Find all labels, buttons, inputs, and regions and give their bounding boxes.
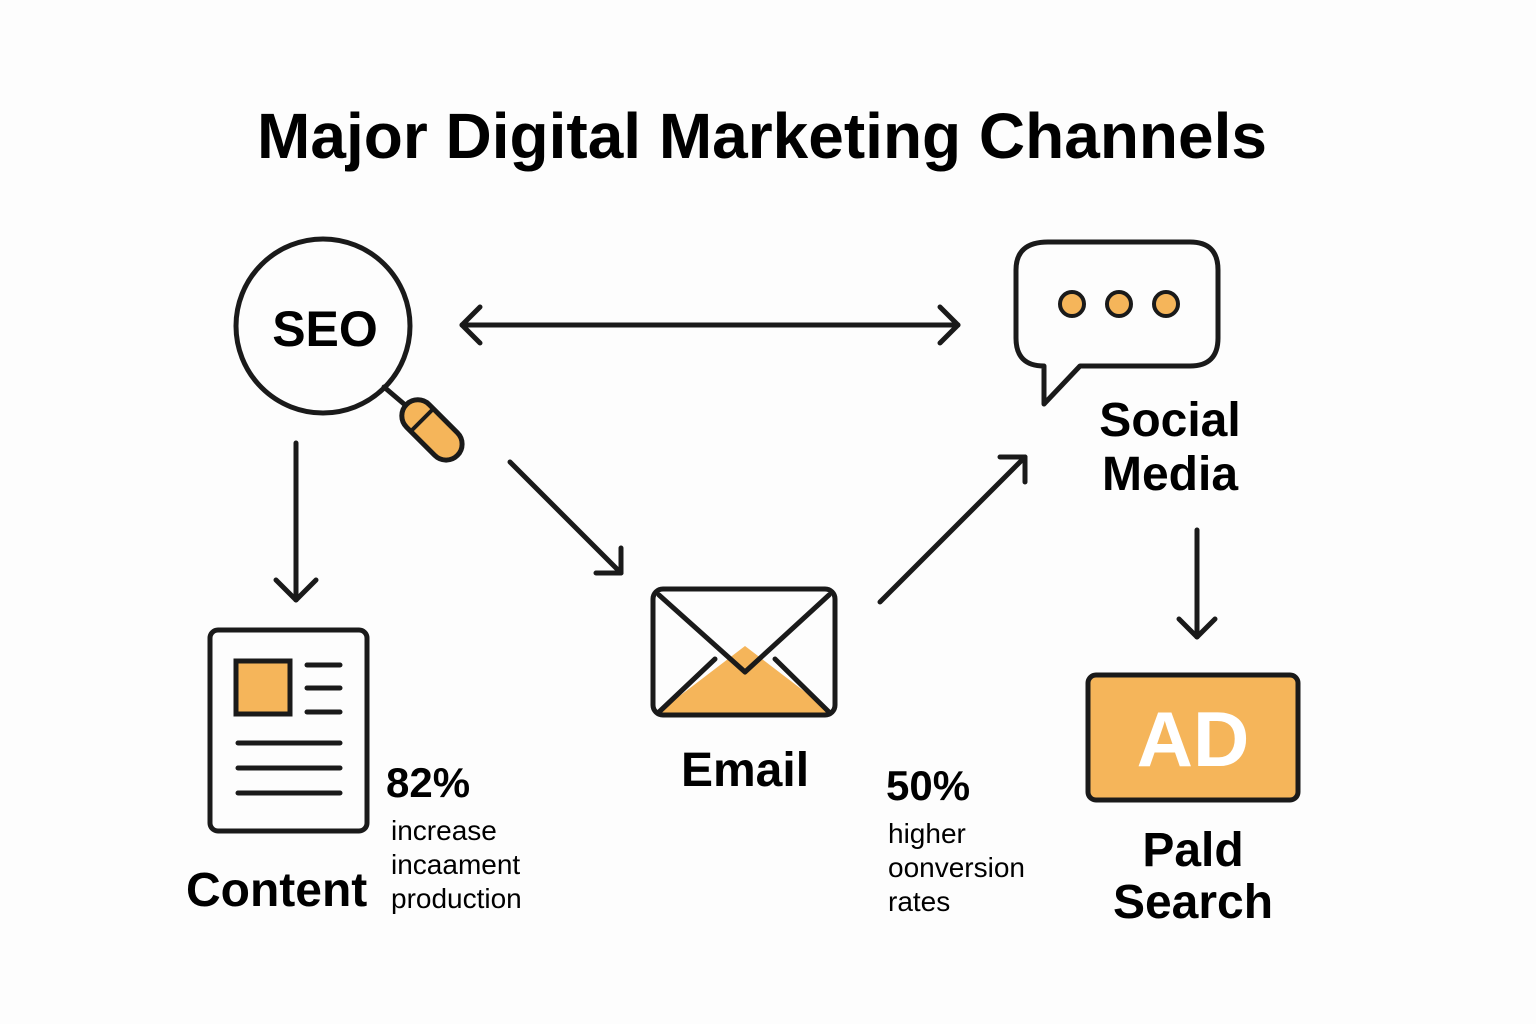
speech-bubble-icon [1013,239,1221,407]
content-stat-value: 82% [386,759,470,806]
paid-search-label-line2: Search [1113,876,1273,929]
content-stat-line3: production [391,883,522,914]
email-stat-line1: higher [888,818,966,849]
seo-label: SEO [272,301,378,357]
content-stat: 82% increase incaament production [386,759,522,914]
connector-email-social [877,454,1028,605]
bubble-dot-2 [1105,290,1133,318]
paid-search-node: AD Pald Search [1085,672,1301,929]
social-media-label-line1: Social [1099,394,1240,447]
ad-icon [1085,672,1301,803]
social-media-node: Social Media [1013,239,1241,501]
email-stat: 50% higher oonversion rates [886,762,1025,917]
content-stat-line2: incaament [391,849,520,880]
connector-seo-content [273,440,319,603]
content-stat-line1: increase [391,815,497,846]
email-stat-line3: rates [888,886,950,917]
paid-search-label-line1: Pald [1142,824,1243,877]
bubble-dot-3 [1152,290,1180,318]
content-node: Content [186,627,370,917]
email-stat-line2: oonversion [888,852,1025,883]
document-icon [207,627,370,834]
content-label: Content [186,864,367,917]
connector-seo-social [459,304,961,346]
connector-seo-email [507,459,624,576]
email-label: Email [681,744,809,797]
email-node: Email [650,586,838,797]
envelope-icon [650,586,838,718]
magnifying-glass-icon [233,236,465,463]
page-title: Major Digital Marketing Channels [257,100,1267,172]
connector-social-paid [1176,527,1218,640]
ad-icon-text: AD [1137,695,1250,783]
seo-node: SEO [233,236,465,463]
bubble-dot-1 [1058,290,1086,318]
social-media-label-line2: Media [1102,448,1238,501]
email-stat-value: 50% [886,762,970,809]
